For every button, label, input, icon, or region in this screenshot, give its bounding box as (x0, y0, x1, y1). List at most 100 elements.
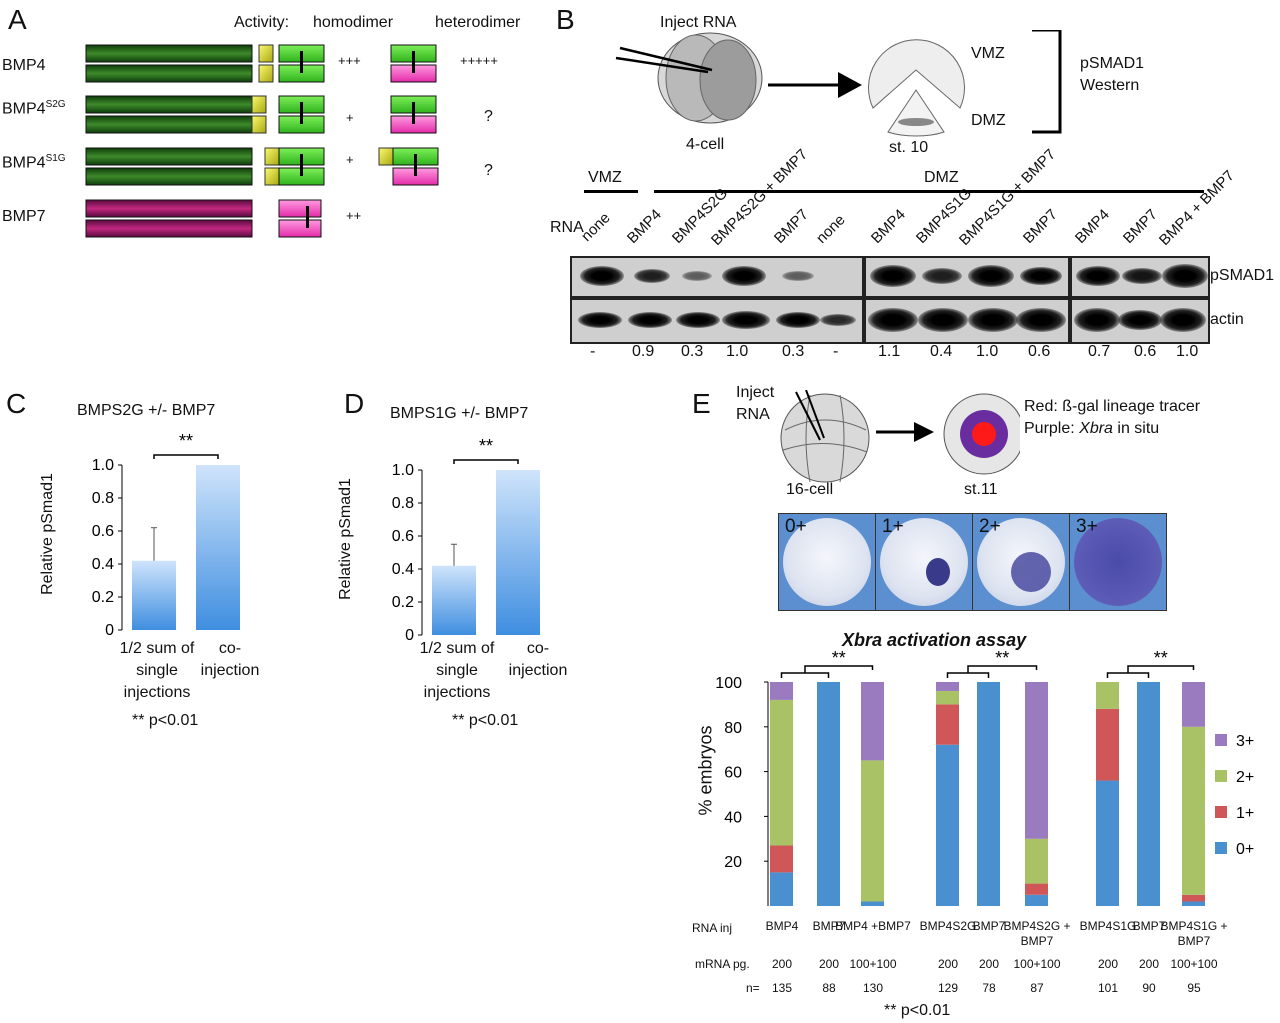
embryo-photo-0: 0+ (778, 513, 876, 611)
lane-label: BMP7 (1019, 206, 1061, 247)
chart-c-xlabel-0: 1/2 sum of single injections (119, 640, 195, 701)
embryo-photo-1: 1+ (875, 513, 973, 611)
stacked-segment (1025, 838, 1048, 884)
blot-psmad1-1 (570, 256, 864, 298)
bar (496, 470, 540, 635)
legend-label: 1+ (1236, 805, 1254, 822)
chart-d-title: BMPS1G +/- BMP7 (390, 405, 529, 422)
blot-psmad1-3 (1070, 256, 1210, 298)
category-label: BMP7 (1132, 919, 1166, 933)
bmp4-construct (85, 44, 437, 83)
chart-d: 00.20.40.60.81.0** (392, 436, 540, 644)
significance-bracket (804, 665, 874, 673)
dmz-bar (654, 190, 1204, 193)
psmad1-row-label: pSMAD1 (1210, 267, 1275, 284)
y-tick-label: 0.2 (392, 594, 414, 611)
vmz-bar (584, 190, 638, 193)
sixteen-cell-label: 16-cell (786, 481, 834, 498)
y-tick-label: 60 (724, 765, 742, 782)
stacked-segment (936, 744, 959, 906)
blot-actin-1 (570, 298, 864, 344)
panel-e-label: E (692, 388, 711, 419)
category-label: BMP7 (972, 919, 1006, 933)
bar (132, 560, 176, 630)
n-value: 88 (822, 981, 836, 995)
homo-activity-bmp4: +++ (338, 53, 361, 68)
stacked-segment (936, 690, 959, 705)
category-label: BMP4 +BMP7 (835, 919, 911, 933)
quant-value: - (590, 343, 596, 360)
y-tick-label: 0 (105, 622, 114, 639)
stacked-segment (1025, 682, 1048, 839)
homodimer-header: homodimer (313, 14, 394, 31)
stacked-segment (817, 682, 840, 906)
lane-label: BMP4 (867, 206, 909, 247)
inject-rna-label: Inject RNA (660, 14, 737, 31)
category-label: BMP4S1G + BMP7 (1160, 919, 1228, 948)
inject-label: Inject (736, 384, 775, 401)
category-label: BMP7 (812, 919, 846, 933)
lane-label: BMP7 (770, 206, 812, 247)
panel-a-label: A (8, 4, 27, 35)
y-tick-label: 1.0 (392, 462, 414, 479)
mrna-value: 200 (937, 957, 959, 971)
y-tick-label: 0.4 (92, 556, 114, 573)
stacked-segment (770, 872, 793, 906)
quant-value: 1.0 (1176, 343, 1199, 360)
stacked-segment (936, 704, 959, 745)
rna-label: RNA (736, 406, 770, 423)
n-label: n= (746, 981, 760, 995)
vmz-schematic-label: VMZ (971, 45, 1005, 62)
chart-c-ylabel: Relative pSmad1 (39, 473, 56, 595)
chart-e-title: Xbra activation assay (842, 630, 1027, 650)
mrna-value: 100+100 (1170, 957, 1218, 971)
significance-mark: ** (1154, 648, 1168, 668)
quant-value: - (833, 343, 839, 360)
stacked-segment (1096, 682, 1119, 709)
panel-a-diagram (85, 44, 439, 238)
panel-b-label: B (556, 4, 575, 35)
quant-value: 0.6 (1028, 343, 1051, 360)
lane-label: BMP7 (1119, 206, 1161, 247)
rna-inj-label: RNA inj (692, 921, 733, 935)
homo-activity-bmp4-s1g: + (346, 152, 354, 167)
n-value: 130 (862, 981, 884, 995)
quant-value: 0.9 (632, 343, 655, 360)
quant-value: 1.0 (976, 343, 999, 360)
rna-row-label: RNA (550, 219, 584, 236)
significance-mark: ** (179, 431, 193, 451)
panel-c-label: C (6, 388, 27, 419)
mrna-value: 200 (1138, 957, 1160, 971)
mrna-value: 200 (978, 957, 1000, 971)
quant-value: 0.6 (1134, 343, 1157, 360)
quant-value: 0.7 (1088, 343, 1111, 360)
y-tick-label: 0 (405, 627, 414, 644)
stacked-segment (1182, 682, 1205, 727)
stacked-segment (770, 699, 793, 846)
mrna-value: 100+100 (1013, 957, 1061, 971)
y-tick-label: 100 (715, 675, 742, 692)
group-vmz: VMZ (588, 169, 622, 186)
panel-e-schematic (780, 390, 1020, 483)
n-value: 90 (1142, 981, 1156, 995)
y-tick-label: 80 (724, 720, 742, 737)
stacked-segment (936, 682, 959, 691)
panel-d-label: D (344, 388, 365, 419)
row-label-bmp7: BMP7 (2, 208, 46, 225)
stacked-segment (1182, 901, 1205, 906)
legend-swatch (1215, 770, 1227, 782)
significance-bracket (967, 665, 1038, 673)
row-label-bmp4: BMP4 (2, 57, 46, 74)
legend-label: 0+ (1236, 841, 1254, 858)
significance-bracket (453, 459, 519, 464)
chart-d-ylabel: Relative pSmad1 (337, 478, 354, 600)
embryo-photo-2: 2+ (972, 513, 1070, 611)
significance-bracket (1106, 672, 1150, 678)
four-cell-embryo (615, 32, 763, 124)
stacked-segment (770, 845, 793, 873)
stacked-segment (861, 682, 884, 761)
stacked-segment (861, 901, 884, 906)
mrna-value: 200 (818, 957, 840, 971)
mrna-value: 100+100 (849, 957, 897, 971)
